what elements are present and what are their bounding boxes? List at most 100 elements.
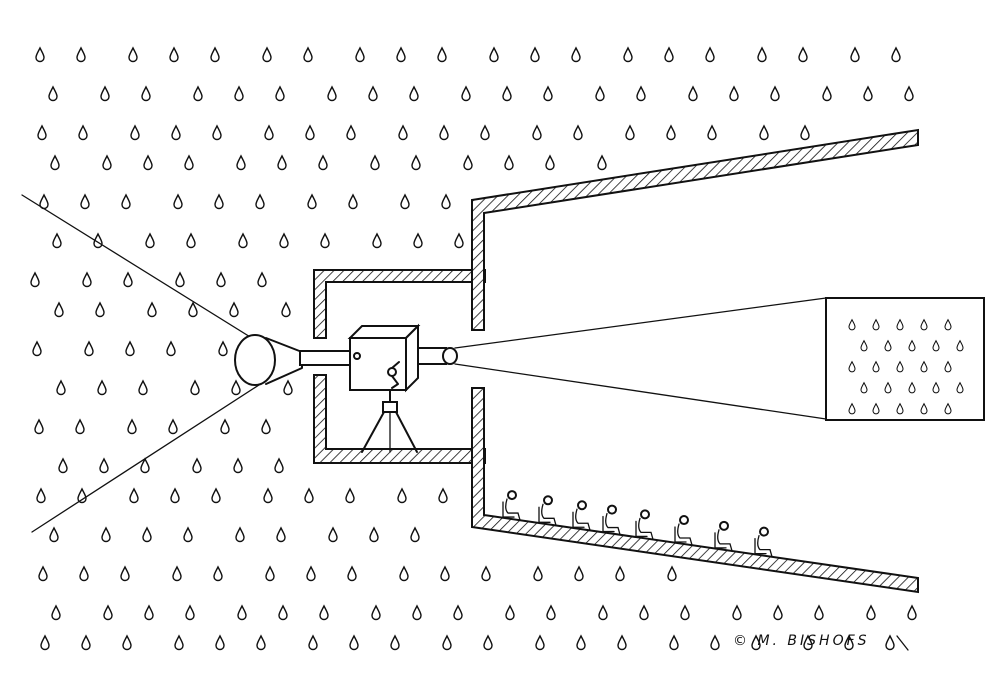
projector-camera-box xyxy=(347,323,421,393)
raindrop xyxy=(907,605,917,621)
raindrop xyxy=(121,194,131,210)
raindrop xyxy=(143,155,153,171)
raindrop xyxy=(192,458,202,474)
raindrop xyxy=(144,605,154,621)
raindrop xyxy=(38,566,48,582)
raindrop xyxy=(729,86,739,102)
raindrop xyxy=(396,47,406,63)
audience-member xyxy=(572,500,591,531)
raindrop xyxy=(30,272,40,288)
artist-signature: © M. BISHOFS xyxy=(733,633,870,649)
raindrop xyxy=(277,155,287,171)
raindrop xyxy=(265,566,275,582)
raindrop xyxy=(398,125,408,141)
raindrop xyxy=(127,419,137,435)
raindrop xyxy=(639,605,649,621)
raindrop xyxy=(319,605,329,621)
audience-member xyxy=(635,509,654,541)
raindrop xyxy=(32,341,42,357)
raindrop xyxy=(210,47,220,63)
raindrop xyxy=(283,380,293,396)
raindrop xyxy=(814,605,824,621)
raindrop xyxy=(732,605,742,621)
raindrop xyxy=(185,605,195,621)
raindrop xyxy=(441,194,451,210)
raindrop xyxy=(505,605,515,621)
raindrop xyxy=(212,125,222,141)
audience-member xyxy=(674,515,693,546)
raindrop xyxy=(328,527,338,543)
raindrop xyxy=(82,272,92,288)
raindrop xyxy=(75,419,85,435)
raindrop xyxy=(236,155,246,171)
projector-lens-and-beam xyxy=(417,297,827,420)
raindrop xyxy=(885,635,895,651)
raindrop xyxy=(77,488,87,504)
raindrop xyxy=(453,605,463,621)
raindrop xyxy=(174,635,184,651)
raindrop xyxy=(147,302,157,318)
raindrop xyxy=(275,86,285,102)
raindrop xyxy=(863,86,873,102)
raindrop xyxy=(56,380,66,396)
raindrop xyxy=(667,566,677,582)
audience-member xyxy=(714,520,733,552)
raindrop xyxy=(543,86,553,102)
raindrop xyxy=(397,488,407,504)
raindrop xyxy=(51,605,61,621)
raindrop xyxy=(410,527,420,543)
raindrop xyxy=(80,194,90,210)
raindrop xyxy=(166,341,176,357)
raindrop xyxy=(438,488,448,504)
raindrop xyxy=(390,635,400,651)
raindrop xyxy=(412,605,422,621)
raindrop xyxy=(262,47,272,63)
raindrop xyxy=(483,635,493,651)
audience-seats xyxy=(502,490,773,558)
raindrop xyxy=(216,272,226,288)
raindrop xyxy=(546,605,556,621)
raindrop xyxy=(81,635,91,651)
raindrop xyxy=(535,635,545,651)
raindrop xyxy=(822,86,832,102)
raindrop xyxy=(798,47,808,63)
raindrop xyxy=(35,47,45,63)
raindrop xyxy=(669,635,679,651)
raindrop xyxy=(576,635,586,651)
raindrop xyxy=(264,125,274,141)
camera-funnel-lens xyxy=(234,334,356,386)
raindrop xyxy=(120,566,130,582)
raindrop xyxy=(318,155,328,171)
raindrop xyxy=(175,272,185,288)
raindrop xyxy=(238,233,248,249)
raindrop xyxy=(145,233,155,249)
raindrop xyxy=(440,566,450,582)
raindrop xyxy=(504,155,514,171)
raindrop xyxy=(442,635,452,651)
raindrop xyxy=(95,302,105,318)
raindrop xyxy=(78,125,88,141)
raindrop xyxy=(545,155,555,171)
raindrop xyxy=(97,380,107,396)
raindrop xyxy=(235,527,245,543)
raindrop xyxy=(125,341,135,357)
raindrop xyxy=(84,341,94,357)
audience-member xyxy=(538,495,557,526)
raindrop xyxy=(214,194,224,210)
audience-member xyxy=(754,526,773,558)
raindrop xyxy=(705,47,715,63)
raindrop xyxy=(347,566,357,582)
raindrop xyxy=(263,488,273,504)
raindrop xyxy=(229,302,239,318)
raindrop xyxy=(129,488,139,504)
raindrop xyxy=(368,86,378,102)
raindrop xyxy=(40,635,50,651)
raindrop xyxy=(261,419,271,435)
raindrop xyxy=(123,272,133,288)
raindrop xyxy=(502,86,512,102)
raindrop xyxy=(530,47,540,63)
raindrop xyxy=(171,125,181,141)
raindrop xyxy=(36,488,46,504)
raindrop xyxy=(481,566,491,582)
